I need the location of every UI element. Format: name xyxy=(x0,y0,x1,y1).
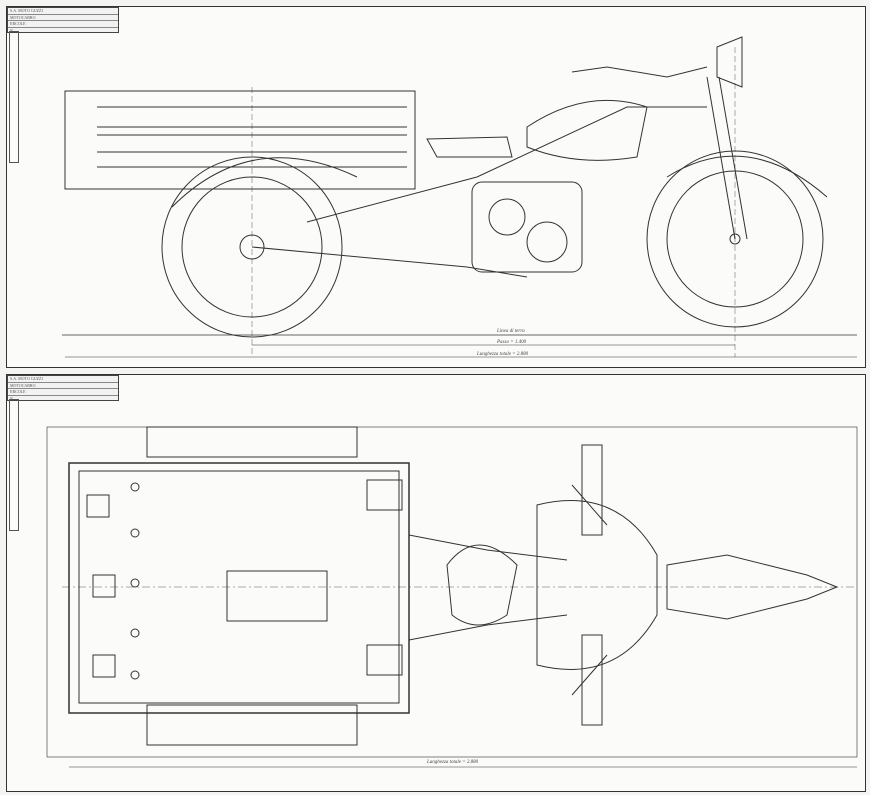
dimension-label: Lunghezza totale = 2.880 xyxy=(426,760,479,765)
title-line: MOTOCARRO xyxy=(8,15,118,21)
side-view-drawing: S.A. MOTO GUZZI MOTOCARRO ERCOLE N. xyxy=(6,6,866,368)
headlight xyxy=(716,36,743,88)
center-plate xyxy=(226,570,328,622)
engine xyxy=(471,181,583,273)
front-fender xyxy=(666,155,828,198)
tank-engine xyxy=(536,500,658,670)
dimension-label: Passo = 1.400 xyxy=(496,340,527,345)
front-wheel-fender xyxy=(666,554,839,620)
title-line: MOTOCARRO xyxy=(8,383,118,389)
handlebar xyxy=(571,66,708,78)
title-line: ERCOLE xyxy=(8,21,118,28)
dimension-label: Lunghezza totale = 2.880 xyxy=(476,352,529,357)
plan-view-drawing: S.A. MOTO GUZZI MOTOCARRO ERCOLE N. Lung… xyxy=(6,374,866,792)
rear-fender xyxy=(171,157,358,208)
title-line: N. xyxy=(8,28,118,33)
cargo-box xyxy=(64,90,416,190)
front-fork xyxy=(706,76,736,240)
side-view-svg: Linea di terra Passo = 1.400 Lunghezza t… xyxy=(62,36,857,358)
title-line: ERCOLE xyxy=(8,389,118,396)
title-block: S.A. MOTO GUZZI MOTOCARRO ERCOLE N. xyxy=(7,7,119,33)
seat xyxy=(446,544,518,626)
frame xyxy=(306,106,707,223)
title-line: S.A. MOTO GUZZI xyxy=(8,376,118,383)
fuel-tank xyxy=(526,99,648,161)
title-block: S.A. MOTO GUZZI MOTOCARRO ERCOLE N. xyxy=(7,375,119,401)
rear-wheel-bottom xyxy=(146,704,358,746)
title-line: S.A. MOTO GUZZI xyxy=(8,8,118,15)
title-line: N. xyxy=(8,396,118,401)
margin-strip xyxy=(9,399,19,531)
handlebar xyxy=(571,484,608,696)
rear-wheel-top xyxy=(146,426,358,458)
outline-border xyxy=(46,426,858,758)
margin-strip xyxy=(9,31,19,163)
rear-wheel xyxy=(161,156,343,338)
cargo-bed xyxy=(68,462,410,714)
dimension-label: Linea di terra xyxy=(496,329,525,334)
plan-view-svg: Lunghezza totale = 2.880 xyxy=(46,426,858,768)
seat xyxy=(426,136,513,158)
